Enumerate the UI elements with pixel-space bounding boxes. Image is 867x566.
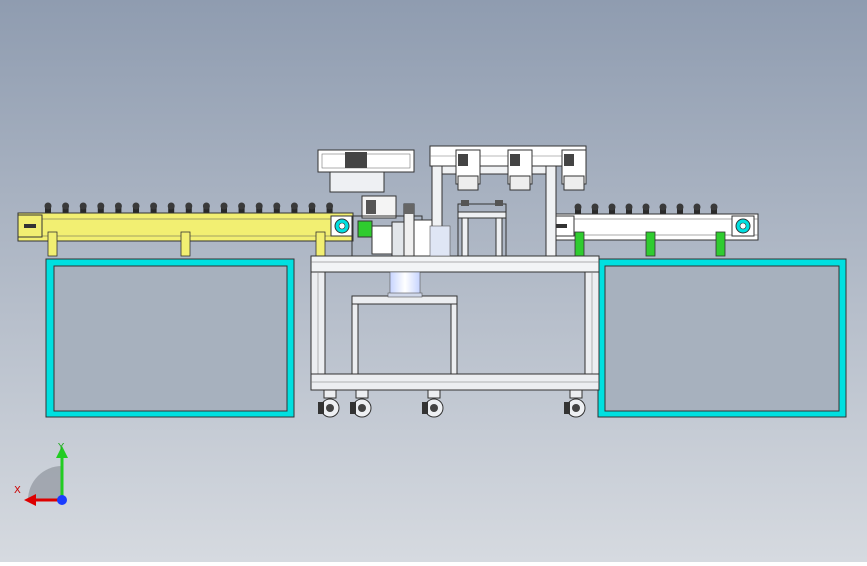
roller-cap bbox=[202, 202, 210, 210]
roller-cap bbox=[238, 202, 246, 210]
conveyor-support-leg bbox=[180, 231, 191, 257]
roller-cap bbox=[79, 202, 87, 210]
conveyor-support-leg bbox=[715, 231, 726, 257]
roller bbox=[133, 206, 139, 214]
roller bbox=[115, 206, 122, 214]
roller-cap bbox=[326, 202, 334, 210]
roller-cap bbox=[220, 202, 228, 210]
left-conveyor-motor bbox=[330, 215, 354, 237]
center-machine-frame bbox=[310, 255, 600, 391]
conveyor-support-leg bbox=[47, 231, 58, 257]
roller bbox=[185, 206, 192, 214]
roller bbox=[660, 207, 666, 215]
x-axis-label: X bbox=[14, 485, 21, 496]
roller bbox=[711, 207, 717, 215]
coordinate-triad bbox=[24, 446, 68, 506]
caster-hub bbox=[430, 404, 438, 412]
roller bbox=[694, 207, 700, 215]
roller bbox=[256, 206, 263, 214]
roller bbox=[592, 207, 598, 215]
left-base-frame bbox=[45, 258, 295, 418]
roller-cap bbox=[574, 203, 582, 211]
roller bbox=[45, 206, 51, 214]
lift-cylinder bbox=[389, 271, 421, 297]
roller bbox=[221, 206, 227, 214]
caster-brake bbox=[350, 402, 356, 414]
roller bbox=[575, 207, 581, 215]
roller bbox=[677, 207, 683, 215]
gripper-1 bbox=[455, 149, 481, 191]
conveyor-support-leg bbox=[315, 231, 326, 257]
roller bbox=[62, 206, 69, 214]
caster-mount bbox=[569, 389, 583, 399]
caster-brake bbox=[564, 402, 570, 414]
left-conveyor-rollers bbox=[44, 202, 334, 214]
caster-mount bbox=[427, 389, 441, 399]
roller-cap bbox=[150, 202, 158, 210]
roller bbox=[203, 206, 210, 214]
roller-cap bbox=[132, 202, 140, 210]
right-conveyor-rollers bbox=[574, 203, 718, 215]
conveyor-support-leg bbox=[574, 231, 585, 257]
roller bbox=[626, 207, 632, 215]
roller-cap bbox=[659, 203, 667, 211]
roller-cap bbox=[44, 202, 52, 210]
gripper-3 bbox=[561, 149, 587, 191]
right-gantry-unit bbox=[429, 145, 587, 257]
roller bbox=[238, 206, 245, 214]
roller-cap bbox=[710, 203, 718, 211]
caster-mount bbox=[323, 389, 337, 399]
roller-cap bbox=[676, 203, 684, 211]
roller bbox=[168, 206, 175, 214]
roller-cap bbox=[693, 203, 701, 211]
caster-wheels bbox=[318, 389, 586, 418]
roller-cap bbox=[114, 202, 122, 210]
roller-cap bbox=[167, 202, 175, 210]
roller bbox=[309, 206, 315, 214]
roller-cap bbox=[185, 202, 193, 210]
caster-hub bbox=[358, 404, 366, 412]
caster-brake bbox=[318, 402, 324, 414]
roller-cap bbox=[290, 202, 298, 210]
roller-cap bbox=[642, 203, 650, 211]
left-conveyor bbox=[17, 202, 354, 257]
roller-cap bbox=[62, 202, 70, 210]
roller-cap bbox=[308, 202, 316, 210]
conveyor-support-leg bbox=[645, 231, 656, 257]
caster-hub bbox=[326, 404, 334, 412]
roller-cap bbox=[625, 203, 633, 211]
roller-cap bbox=[273, 202, 281, 210]
roller bbox=[291, 206, 298, 214]
caster-mount bbox=[355, 389, 369, 399]
right-base-frame bbox=[597, 258, 847, 418]
roller bbox=[150, 206, 157, 214]
roller bbox=[609, 207, 615, 215]
roller bbox=[273, 206, 280, 214]
left-gantry-unit bbox=[317, 149, 435, 257]
gripper-2 bbox=[507, 149, 533, 191]
caster-hub bbox=[572, 404, 580, 412]
roller-cap bbox=[608, 203, 616, 211]
roller bbox=[326, 206, 333, 214]
roller-cap bbox=[97, 202, 105, 210]
roller bbox=[80, 206, 87, 214]
roller-cap bbox=[591, 203, 599, 211]
roller bbox=[643, 207, 649, 215]
roller-cap bbox=[255, 202, 263, 210]
roller bbox=[97, 206, 104, 214]
right-conveyor-motor bbox=[731, 215, 755, 237]
caster-brake bbox=[422, 402, 428, 414]
y-axis-label: Y bbox=[58, 442, 65, 453]
